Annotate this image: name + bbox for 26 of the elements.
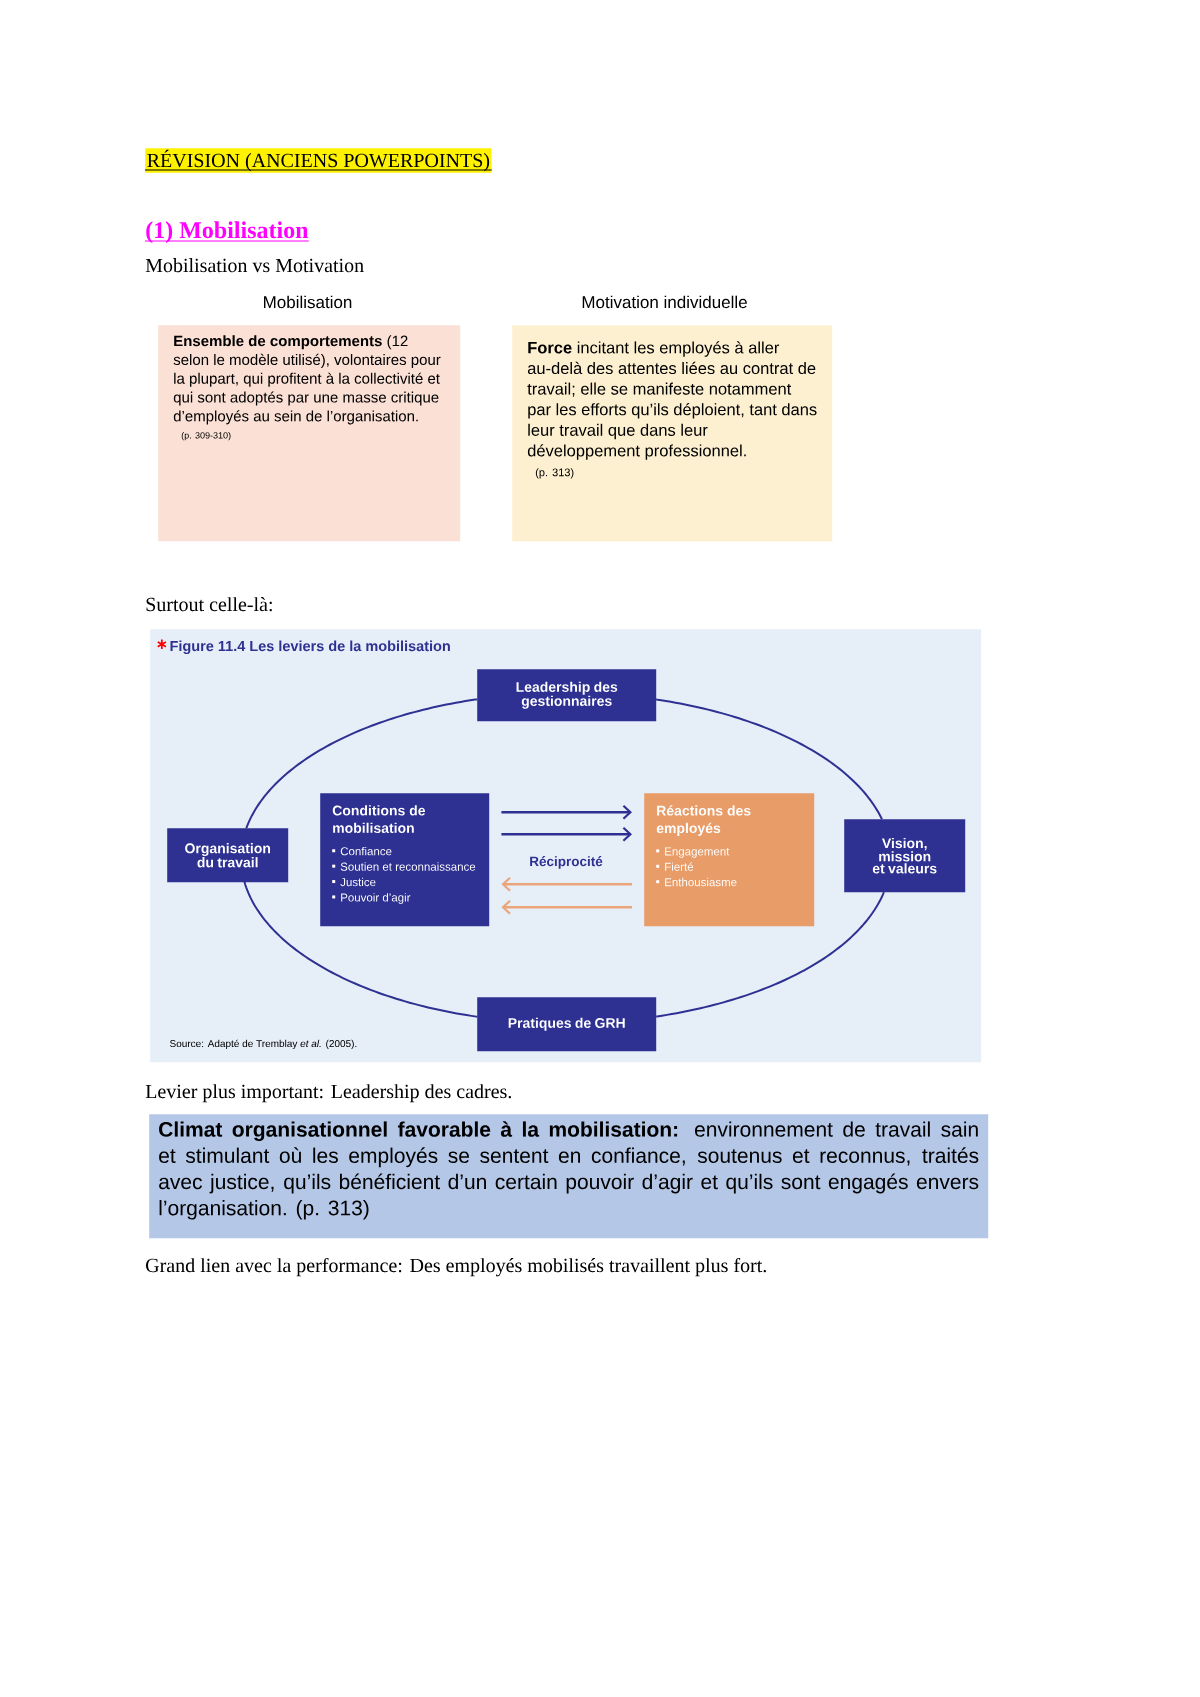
- ring-line: [245, 698, 479, 830]
- ring-line: [655, 698, 883, 821]
- box-heading: Mobilisation: [264, 295, 352, 309]
- box-heading: Motivation individuelle: [582, 295, 747, 309]
- body-text: Levier plus important: Leadership des cadres.: [145, 1084, 512, 1103]
- lever-box: Organisation du travail: [167, 828, 289, 883]
- body-text: Grand lien avec la performance: Des employés mobilisés travaillent plus fort.: [146, 1257, 766, 1277]
- lever-box: Leadership des gestionnaires: [477, 669, 657, 722]
- definition-box: Force incitant les employés à aller au-delà des attentes liées au contrat de travail; elle se manifeste notamment par les efforts qu’ils déploient, tant dans leur travail que dans leur développement professionnel. (p. 313): [512, 325, 833, 542]
- arrow: [501, 876, 632, 892]
- section-heading: (1) Mobilisation: [144, 221, 310, 244]
- reaction-box: Réactions des employés Engagement Fierté Enthousiasme: [644, 793, 815, 927]
- lever-box: Pratiques de GRH: [477, 997, 657, 1052]
- definition-box: Ensemble de comportements (12 selon le modèle utilisé), volontaires pour la plupart, qui profitent à la collectivité et qui sont adoptés par une masse critique d’employés au sein de l’organisation. (p. 309-310): [158, 325, 461, 542]
- lever-box: Vision, mission et valeurs: [844, 819, 966, 893]
- definition-box: Climat organisationnel favorable à la mobilisation: environnement de travail sain et stimulant où les employés se sentent en confiance, soutenus et reconnus, traités avec justice, qu’ils bénéficient d’un certain pouvoir d’agir et qu’ils sont engagés envers l’organisation. (p. 313): [149, 1114, 989, 1239]
- body-text: Surtout celle-là:: [146, 597, 272, 612]
- arrow: [501, 826, 632, 842]
- page-title: RÉVISION (ANCIENS POWERPOINTS): [144, 148, 493, 173]
- ring-line: [242, 880, 479, 1018]
- ring-line: [655, 891, 886, 1018]
- arrow-caption: Réciprocité: [530, 856, 603, 869]
- arrow: [501, 804, 632, 820]
- body-text: Mobilisation vs Motivation: [145, 258, 364, 273]
- condition-box: Conditions de mobilisation Confiance Soutien et reconnaissance Justice Pouvoir d’agir: [320, 793, 490, 927]
- arrow: [501, 899, 632, 915]
